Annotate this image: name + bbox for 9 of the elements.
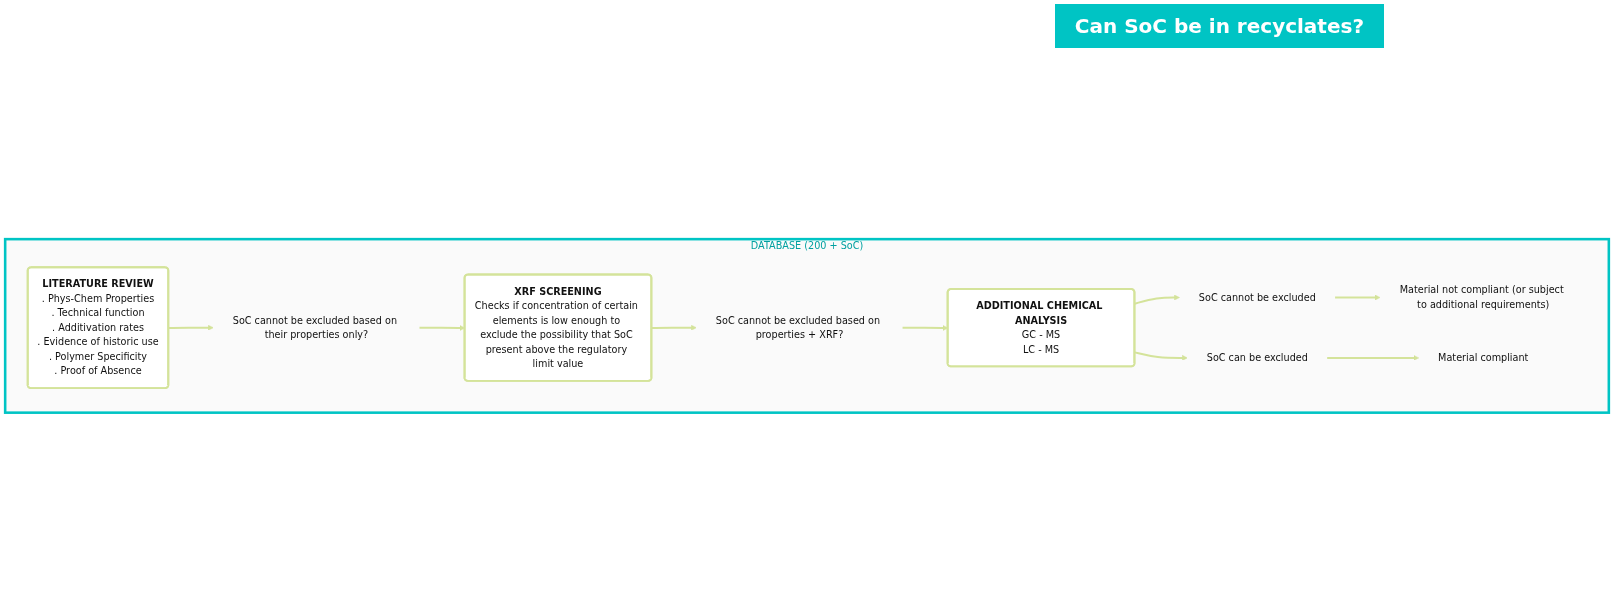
node-text: SoC can be excluded xyxy=(1206,351,1308,364)
arrow xyxy=(1334,294,1381,300)
node-text: Material not compliant (or subject to additional requirements) xyxy=(1399,283,1564,310)
arrow xyxy=(1326,354,1419,361)
node-text: SoC cannot be excluded based on their properties only? xyxy=(232,314,398,341)
question-tab: Can SoC be in recyclates? xyxy=(1054,4,1384,48)
node-text: SoC cannot be excluded based on properties + XRF? xyxy=(715,314,881,341)
node-text: Material compliant xyxy=(1438,351,1529,364)
node-text: SoC cannot be excluded xyxy=(1198,291,1316,303)
